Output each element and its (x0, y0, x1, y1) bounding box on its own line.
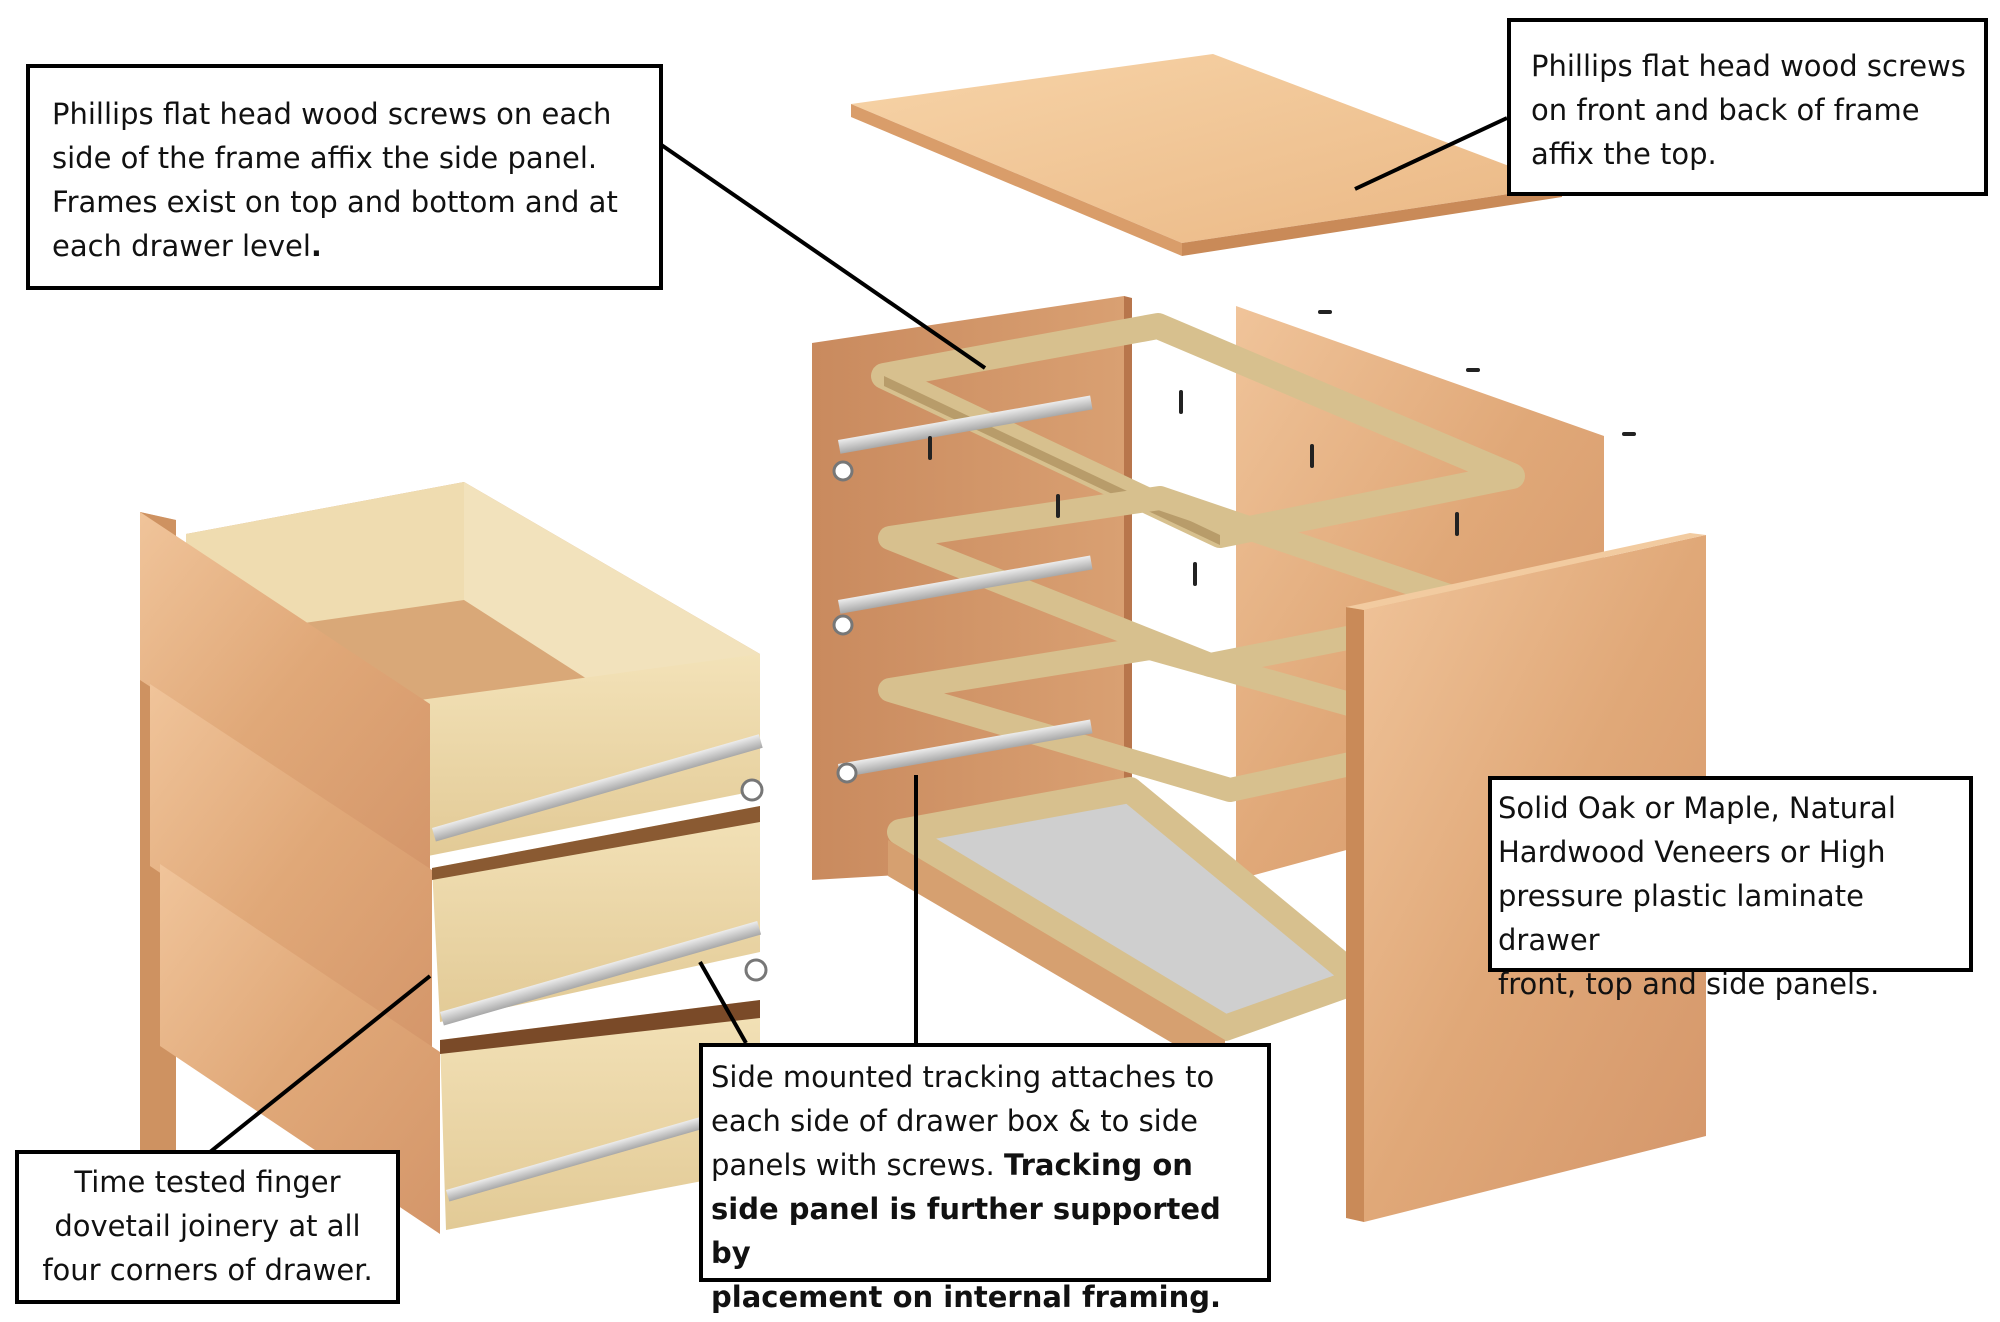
callout-materials: Solid Oak or Maple, Natural Hardwood Ven… (1488, 776, 1973, 1001)
callout-dovetail: Time tested finger dovetail joinery at a… (15, 1150, 400, 1304)
callout-side-screws-line-4-text: each drawer level (52, 229, 311, 263)
drawer-top (140, 482, 760, 870)
top-panel (851, 54, 1562, 256)
callout-top-screws: Phillips flat head wood screws on front … (1507, 18, 1988, 196)
panel-tracks (832, 395, 1093, 784)
callout-tracking-line-4: side panel is further supported by (711, 1192, 1221, 1270)
callout-tracking-line-3-normal: panels with screws. (711, 1148, 1004, 1182)
callout-side-screws-line-1: Phillips flat head wood screws on each (52, 97, 612, 131)
drawer-tracks (432, 734, 768, 1202)
callout-materials-line-4: front, top and side panels. (1498, 967, 1880, 1001)
callout-side-screws: Phillips flat head wood screws on each s… (26, 64, 663, 290)
callout-top-screws-line-3: affix the top. (1531, 137, 1717, 171)
callout-side-screws-line-3: Frames exist on top and bottom and at (52, 185, 618, 219)
callout-dovetail-line-3: four corners of drawer. (42, 1253, 373, 1287)
callout-materials-line-2: Hardwood Veneers or High (1498, 835, 1886, 869)
callout-materials-line-1: Solid Oak or Maple, Natural (1498, 791, 1896, 825)
screw-marks (928, 310, 1636, 586)
callout-materials-line-3: pressure plastic laminate drawer (1498, 879, 1864, 957)
callout-dovetail-line-2: dovetail joinery at all (54, 1209, 361, 1243)
callout-tracking-line-5: placement on internal framing. (711, 1280, 1222, 1314)
drawer-middle (150, 684, 760, 1056)
callout-side-screws-period: . (310, 229, 322, 263)
callout-tracking-line-2: each side of drawer box & to side (711, 1104, 1198, 1138)
callout-side-screws-line-4: each drawer level. (52, 224, 641, 268)
callout-tracking-line-3-bold: Tracking on (1003, 1148, 1193, 1182)
callout-tracking: Side mounted tracking attaches to each s… (699, 1043, 1271, 1314)
callout-side-screws-line-2: side of the frame affix the side panel. (52, 141, 598, 175)
leader-lines (208, 116, 1508, 1154)
callout-tracking-line-1: Side mounted tracking attaches to (711, 1060, 1215, 1094)
callout-top-screws-line-2: on front and back of frame (1531, 93, 1920, 127)
callout-dovetail-line-1: Time tested finger (74, 1165, 341, 1199)
drawer-stack (140, 482, 768, 1234)
callout-top-screws-line-1: Phillips flat head wood screws (1531, 49, 1966, 83)
callout-tracking-line-3: panels with screws. Tracking on (711, 1143, 1261, 1187)
